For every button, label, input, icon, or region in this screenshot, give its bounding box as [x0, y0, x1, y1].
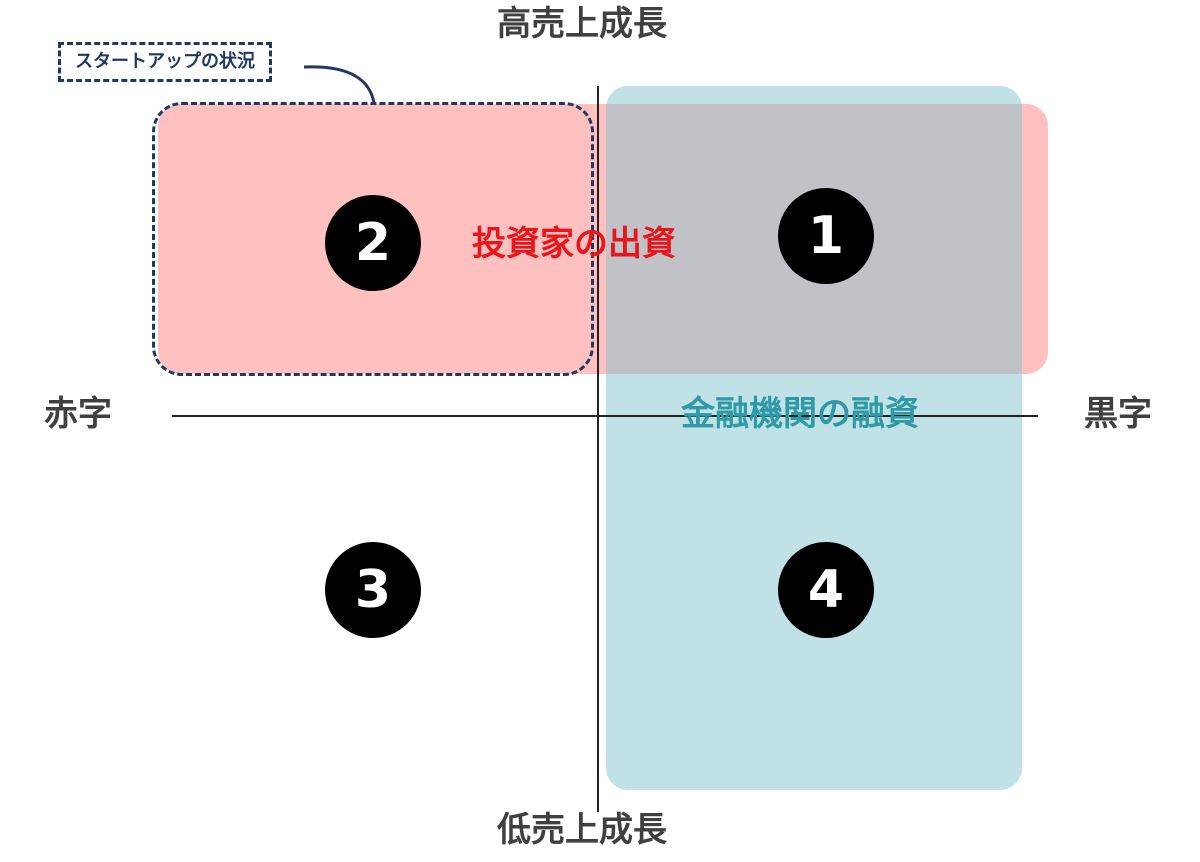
startup-callout: スタートアップの状況: [58, 42, 272, 82]
horizontal-axis: [172, 415, 1038, 417]
quadrant-4-marker: 4: [778, 542, 874, 638]
quadrant-2-marker: 2: [325, 195, 421, 291]
bank-label: 金融機関の融資: [681, 394, 919, 434]
axis-top-label: 高売上成長: [497, 4, 667, 44]
callout-connector: [303, 65, 376, 104]
vertical-axis: [597, 86, 599, 812]
quadrant-1-marker: 1: [778, 188, 874, 284]
axis-bottom-label: 低売上成長: [497, 810, 667, 850]
axis-right-label: 黒字: [1084, 394, 1152, 434]
investor-label: 投資家の出資: [472, 224, 676, 264]
quadrant-3-marker: 3: [325, 542, 421, 638]
startup-highlight-box: [152, 102, 594, 376]
axis-left-label: 赤字: [44, 394, 112, 434]
